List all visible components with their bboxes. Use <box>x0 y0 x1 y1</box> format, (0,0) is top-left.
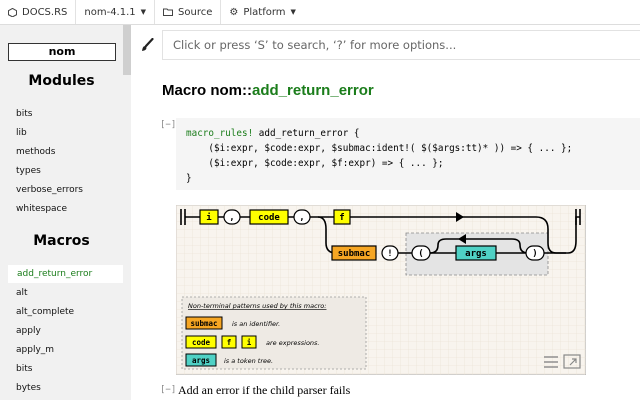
token-i-box <box>199 209 219 225</box>
token-submac-box <box>331 245 377 261</box>
chevron-down-icon: ▼ <box>140 8 147 16</box>
folder-icon <box>163 8 174 16</box>
legend-code: code <box>192 338 211 347</box>
token-bang-box <box>381 245 399 261</box>
crate-version-label: nom-4.1.1 <box>84 6 136 18</box>
sidebar-item-lib[interactable]: lib <box>16 128 27 138</box>
legend-submac: submac <box>190 319 217 328</box>
sidebar-item-verbose-errors[interactable]: verbose_errors <box>16 185 83 195</box>
source-label: Source <box>178 6 213 18</box>
sidebar-item-types[interactable]: types <box>16 166 41 176</box>
railroad-diagram: i , code , f submac ! ( args ) Non-termi… <box>176 205 586 375</box>
macros-heading: Macros <box>33 233 90 249</box>
token-i: i <box>206 212 212 223</box>
description-collapse-toggle[interactable]: [−] <box>160 385 177 395</box>
menu-icon[interactable] <box>544 356 558 368</box>
token-rparen-box <box>525 245 545 261</box>
token-comma1: , <box>229 213 234 223</box>
legend-submac-desc: is an identifier. <box>232 320 280 328</box>
token-comma2: , <box>299 213 304 223</box>
legend-i: i <box>247 338 252 347</box>
title-macro-name[interactable]: add_return_error <box>252 82 374 99</box>
sidebar-item-alt-complete[interactable]: alt_complete <box>16 307 75 317</box>
token-code: code <box>258 213 280 223</box>
platform-label: Platform <box>243 6 286 18</box>
crate-name-box[interactable]: nom <box>8 43 116 61</box>
code-line1-keyword: macro_rules! <box>186 128 254 139</box>
top-bar: DOCS.RS nom-4.1.1 ▼ Source ⚙ Platform ▼ <box>0 0 640 25</box>
sidebar: nom Modules bits lib methods types verbo… <box>0 25 131 400</box>
legend-heading: Non-terminal patterns used by this macro… <box>188 302 326 310</box>
collapse-toggle[interactable]: [−] <box>160 120 177 130</box>
sidebar-item-alt[interactable]: alt <box>16 288 28 298</box>
token-rparen: ) <box>532 249 537 259</box>
sidebar-item-apply[interactable]: apply <box>16 326 41 336</box>
code-line3: ($i:expr, $code:expr, $f:expr) => { ... … <box>186 158 444 169</box>
macro-description: Add an error if the child parser fails <box>178 383 351 397</box>
code-line1-rest: add_return_error { <box>253 128 360 139</box>
cube-icon <box>8 7 17 17</box>
sidebar-item-bits[interactable]: bits <box>16 109 33 119</box>
code-line2: ($i:expr, $code:expr, $submac:ident!( $(… <box>186 143 573 154</box>
token-comma1-box <box>223 209 241 225</box>
sidebar-scrollbar[interactable] <box>123 25 131 75</box>
sidebar-item-whitespace[interactable]: whitespace <box>16 204 68 214</box>
diagram-legend: Non-terminal patterns used by this macro… <box>181 296 367 370</box>
code-block: macro_rules! add_return_error { ($i:expr… <box>176 118 640 190</box>
legend-args: args <box>192 356 210 365</box>
sidebar-item-bytes[interactable]: bytes <box>16 383 41 393</box>
platform-menu[interactable]: ⚙ Platform ▼ <box>221 0 304 24</box>
fullscreen-icon[interactable] <box>563 354 581 369</box>
title-prefix: Macro nom:: <box>162 82 252 99</box>
code-line4: } <box>186 173 192 184</box>
legend-expr-desc: are expressions. <box>266 339 320 347</box>
token-args: args <box>465 249 487 259</box>
cog-icon: ⚙ <box>229 6 239 18</box>
chevron-down-icon: ▼ <box>290 8 296 16</box>
sidebar-item-methods[interactable]: methods <box>16 147 56 157</box>
token-bang: ! <box>387 249 392 259</box>
sidebar-item-bits-macro[interactable]: bits <box>16 364 33 374</box>
legend-f: f <box>227 338 232 347</box>
token-lparen: ( <box>418 249 423 259</box>
token-lparen-box <box>411 245 431 261</box>
docs-label: DOCS.RS <box>22 6 68 18</box>
token-f: f <box>339 213 344 223</box>
sidebar-item-add-return-error[interactable]: add_return_error <box>8 265 123 283</box>
token-f-box <box>333 209 351 225</box>
docs-home-link[interactable]: DOCS.RS <box>0 0 77 24</box>
search-input[interactable]: Click or press ‘S’ to search, ‘?’ for mo… <box>162 30 640 60</box>
token-args-box <box>455 245 497 261</box>
brush-icon[interactable] <box>140 38 154 52</box>
modules-heading: Modules <box>28 73 95 89</box>
sidebar-item-apply-m[interactable]: apply_m <box>16 345 55 355</box>
token-code-box <box>249 209 289 225</box>
page-title: Macro nom::add_return_error <box>162 82 374 99</box>
legend-args-desc: is a token tree. <box>224 357 273 365</box>
token-comma2-box <box>293 209 311 225</box>
source-link[interactable]: Source <box>155 0 222 24</box>
token-submac: submac <box>338 249 371 259</box>
crate-version-menu[interactable]: nom-4.1.1 ▼ <box>76 0 156 24</box>
